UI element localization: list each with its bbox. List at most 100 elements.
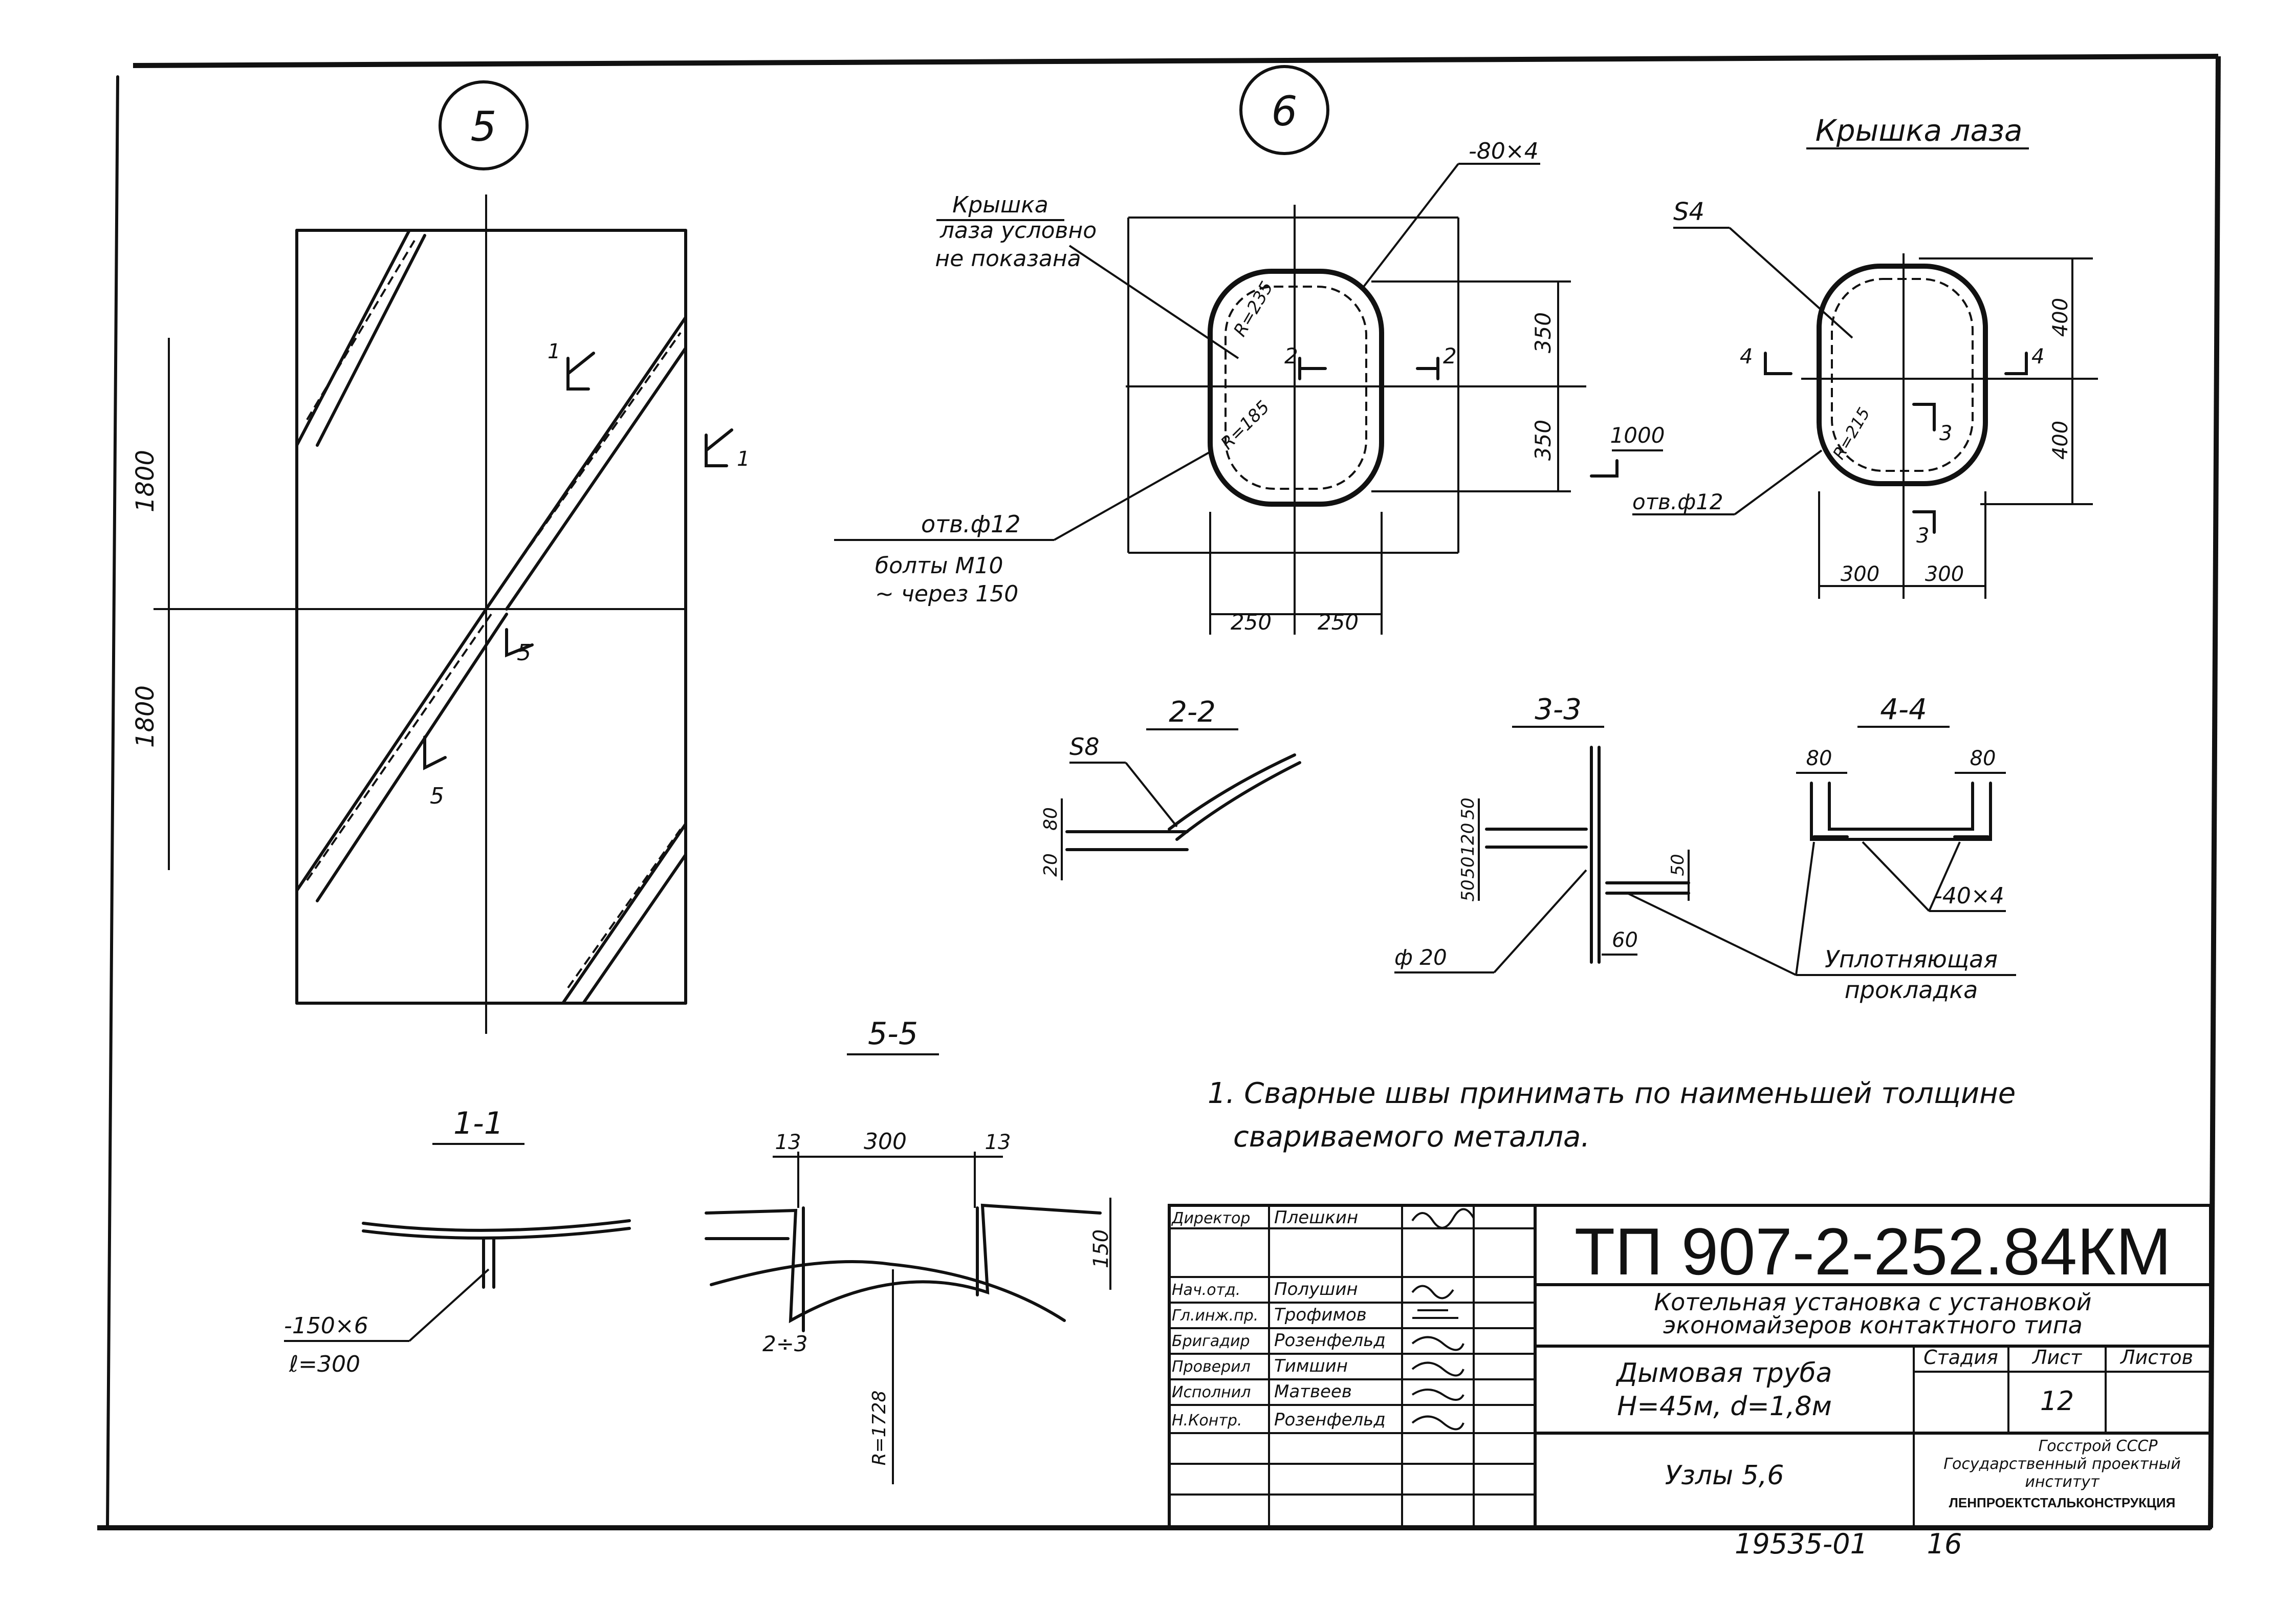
node5-detail: 5 1800 1800 1 — [131, 80, 750, 1034]
name-6: Розенфельд — [1274, 1410, 1386, 1430]
s55-150: 150 — [1089, 1229, 1113, 1268]
footer: 19535-01 16 — [1735, 1528, 1962, 1560]
section-2-2: 2-2 S8 80 20 — [1040, 696, 1301, 880]
s11-plate: -150×6 — [284, 1313, 368, 1339]
s33-dim-a: 50 — [1458, 879, 1478, 901]
node5-section-1a: 1 — [548, 340, 560, 363]
cover-sec3-a: 3 — [1939, 422, 1952, 445]
col-sheets: Листов — [2119, 1346, 2193, 1369]
role-0: Директор — [1171, 1209, 1250, 1227]
role-6: Н.Контр. — [1172, 1412, 1242, 1430]
cover-dim-400-bottom: 400 — [2049, 421, 2072, 460]
node6-detail: 6 Крышка лаза условно не показана -80×4 … — [834, 65, 1665, 635]
cover-note-3: не показана — [935, 246, 1081, 272]
hatch-cover-detail: Крышка лаза S4 400 400 300 300 R=215 отв… — [1632, 113, 2098, 599]
s33-phi: ф 20 — [1394, 945, 1447, 970]
cover-radius: R=215 — [1829, 404, 1874, 463]
sheet-number: 12 — [2040, 1386, 2074, 1417]
node5-section-5a: 5 — [517, 640, 531, 666]
s44-dim-80r: 80 — [1970, 747, 1996, 770]
hatch-cover-title: Крышка лаза — [1816, 113, 2023, 148]
role-5: Исполнил — [1172, 1383, 1251, 1401]
title-block: ТП 907-2-252.84КМ Котельная установка с … — [1168, 1204, 2212, 1529]
s55-gap: 2÷3 — [762, 1331, 808, 1356]
drawing-title-2: Н=45м, d=1,8м — [1617, 1391, 1832, 1422]
s55-13l: 13 — [775, 1131, 801, 1154]
s55-title: 5-5 — [868, 1016, 918, 1052]
gasket-1: Уплотняющая — [1825, 945, 1998, 973]
s44-dim-80l: 80 — [1806, 747, 1832, 770]
plate-label: -80×4 — [1469, 138, 1539, 164]
node5-dim-lower: 1800 — [131, 685, 160, 748]
name-3: Розенфельд — [1274, 1330, 1386, 1351]
sec2-a: 2 — [1284, 343, 1298, 369]
cover-sec3-b: 3 — [1916, 524, 1929, 548]
section-3-3: 3-3 50 50 120 50 50 60 ф 20 — [1394, 693, 1690, 973]
org-line3: институт — [2025, 1473, 2100, 1491]
page-number: 16 — [1927, 1528, 1962, 1560]
dim-250-right: 250 — [1318, 610, 1359, 635]
archive-number: 19535-01 — [1735, 1528, 1868, 1560]
cover-hole-label: отв.ф12 — [1632, 489, 1723, 514]
s22-s8: S8 — [1069, 733, 1099, 761]
cover-note-2: лаза условно — [939, 218, 1097, 244]
name-5: Матвеев — [1274, 1381, 1352, 1402]
s44-title: 4-4 — [1880, 693, 1927, 726]
s55-13r: 13 — [985, 1131, 1011, 1154]
role-2: Гл.инж.пр. — [1172, 1307, 1258, 1325]
section-4-4: 4-4 80 80 -40×4 Уплотняющая прокладка — [1627, 693, 2016, 1004]
s4-label: S4 — [1673, 198, 1704, 226]
dim-1000: 1000 — [1610, 423, 1665, 448]
cover-dim-300-left: 300 — [1841, 562, 1879, 586]
s33-dim-c: 120 — [1458, 823, 1478, 856]
project-line1: Котельная установка с установкой — [1654, 1288, 2092, 1316]
s44-plate: -40×4 — [1934, 883, 2004, 909]
s33-dim-b: 50 — [1458, 856, 1478, 878]
col-stage: Стадия — [1923, 1346, 1998, 1369]
cover-dim-300-right: 300 — [1925, 562, 1964, 586]
cover-sec4-b: 4 — [2031, 345, 2044, 369]
role-1: Нач.отд. — [1172, 1281, 1240, 1299]
s11-title: 1-1 — [453, 1106, 504, 1141]
org-line4: ЛЕНПРОЕКТСТАЛЬКОНСТРУКЦИЯ — [1949, 1495, 2176, 1510]
org-line1: Госстрой СССР — [2039, 1437, 2158, 1455]
s55-radius: R=1728 — [869, 1391, 890, 1466]
cover-sec4-a: 4 — [1740, 345, 1753, 369]
name-4: Тимшин — [1274, 1356, 1348, 1376]
node6-marker: 6 — [1272, 88, 1298, 135]
project-line2: экономайзеров контактного типа — [1663, 1311, 2083, 1339]
note-line2: свариваемого металла. — [1233, 1120, 1590, 1154]
s11-len: ℓ=300 — [289, 1351, 360, 1377]
name-2: Трофимов — [1274, 1305, 1367, 1325]
section-5-5: 5-5 13 300 13 150 2÷3 R=1728 — [705, 1016, 1113, 1484]
bolts-label-1: болты М10 — [875, 553, 1003, 579]
dim-250-left: 250 — [1231, 610, 1272, 635]
hole-label: отв.ф12 — [921, 510, 1021, 538]
s33-dim-d: 50 — [1458, 797, 1478, 819]
sec2-b: 2 — [1443, 343, 1457, 369]
section-1-1: 1-1 -150×6 ℓ=300 — [284, 1106, 631, 1377]
node5-section-5b: 5 — [430, 783, 444, 809]
general-note: 1. Сварные швы принимать по наименьшей т… — [1208, 1077, 2016, 1154]
dim-350-bottom: 350 — [1530, 420, 1556, 461]
cover-note-1: Крышка — [952, 192, 1048, 218]
cover-dim-400-top: 400 — [2049, 298, 2072, 337]
drawing-title-1: Дымовая труба — [1615, 1358, 1832, 1389]
note-line1: 1. Сварные швы принимать по наименьшей т… — [1208, 1077, 2016, 1110]
node5-dim-upper: 1800 — [131, 450, 160, 512]
sheet-subject: Узлы 5,6 — [1665, 1460, 1784, 1491]
bolts-label-2: ~ через 150 — [875, 581, 1018, 607]
s33-title: 3-3 — [1535, 693, 1581, 726]
radius-top: R=235 — [1230, 278, 1277, 340]
signature-marks — [1411, 1208, 1475, 1431]
role-4: Проверил — [1172, 1358, 1251, 1376]
dim-350-top: 350 — [1530, 312, 1556, 353]
gasket-2: прокладка — [1845, 976, 1978, 1004]
node5-section-1b: 1 — [737, 447, 750, 471]
name-0: Плешкин — [1274, 1207, 1358, 1228]
doc-code: ТП 907-2-252.84КМ — [1575, 1214, 2171, 1289]
name-1: Полушин — [1274, 1279, 1358, 1300]
s33-dim-50r: 50 — [1668, 854, 1688, 876]
role-3: Бригадир — [1172, 1332, 1250, 1350]
